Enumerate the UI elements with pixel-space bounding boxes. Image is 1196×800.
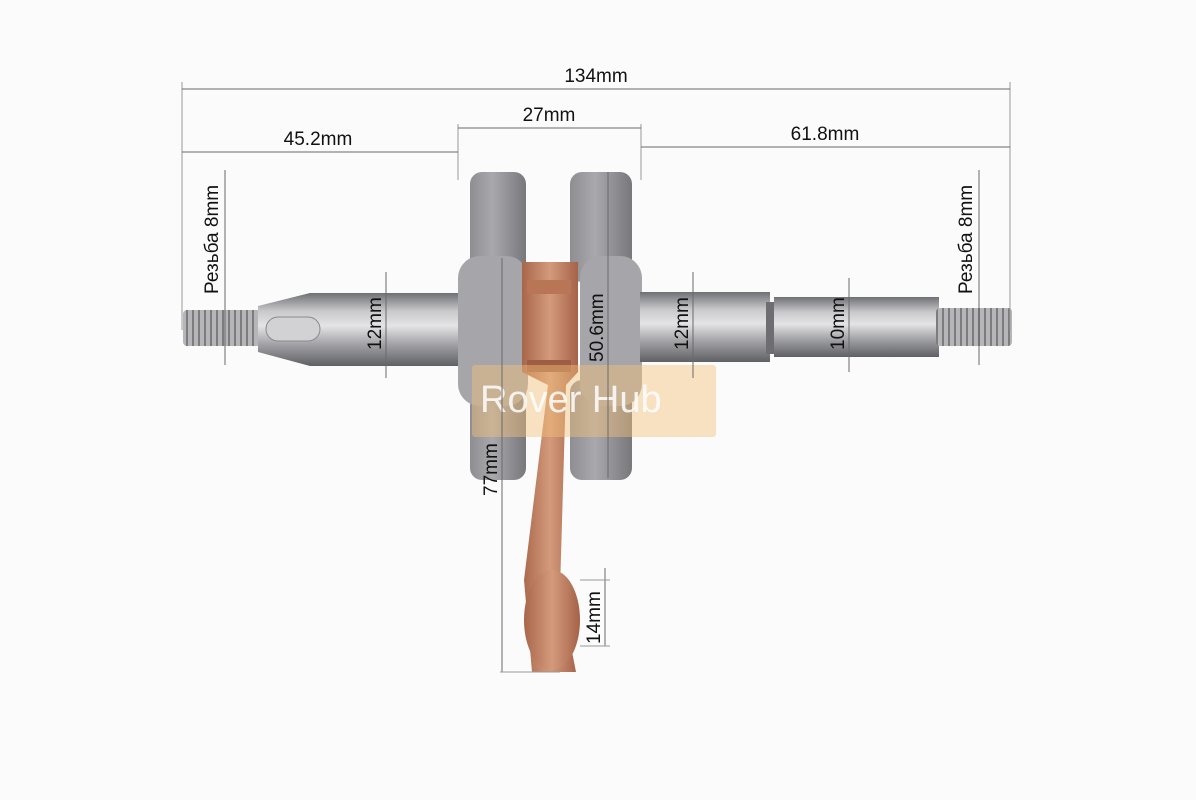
left-web-upper: [470, 172, 526, 282]
rod-big-end-slot-top: [527, 280, 571, 294]
dim-web-diameter: 50.6mm: [587, 293, 608, 362]
dim-right-end-diameter: 10mm: [828, 297, 849, 350]
watermark-box: [472, 365, 716, 437]
right-web-upper: [570, 172, 632, 282]
right-web-hub: [580, 256, 642, 406]
dim-rod-length: 77mm: [481, 443, 502, 496]
dim-right-shaft-length: 61.8mm: [791, 124, 860, 145]
left-web-hub: [458, 256, 528, 406]
right-shaft-groove: [766, 302, 776, 354]
dim-small-end-diameter: 14mm: [584, 591, 605, 644]
dim-web-width: 27mm: [523, 105, 576, 126]
dim-overall-length: 134mm: [564, 66, 627, 87]
dim-right-thread: Резьба 8mm: [956, 185, 977, 294]
rod-small-end: [524, 570, 580, 670]
right-thread: [936, 308, 1012, 346]
dim-left-shaft-diameter: 12mm: [365, 297, 386, 350]
left-shaft: [258, 293, 460, 366]
dim-left-thread: Резьба 8mm: [202, 185, 223, 294]
right-shaft-end: [774, 297, 939, 357]
dim-right-shaft-diameter: 12mm: [672, 297, 693, 350]
left-keyway: [265, 316, 321, 342]
rod-big-end-slot-bottom: [527, 360, 571, 372]
watermark-text: Rover Hub: [480, 379, 662, 421]
dim-left-shaft-length: 45.2mm: [284, 129, 353, 150]
left-thread: [183, 310, 261, 346]
right-shaft-main: [640, 292, 770, 362]
